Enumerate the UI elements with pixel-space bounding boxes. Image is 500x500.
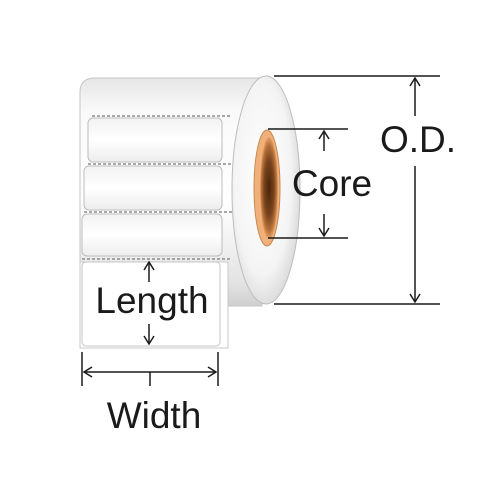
core-arrow-head-down <box>318 227 330 238</box>
length-arrow-head-up <box>143 260 155 271</box>
core-hole <box>260 137 278 239</box>
od-dimension <box>274 75 440 305</box>
labels-on-roll <box>81 115 232 260</box>
roll-label-1 <box>87 117 223 163</box>
length-arrow-head-down <box>143 335 155 346</box>
core-arrow-head-up <box>318 129 330 140</box>
width-label: Width <box>107 395 202 436</box>
width-dimension <box>81 352 219 386</box>
width-arrow-head-right <box>207 366 218 378</box>
front-label <box>79 261 229 349</box>
front-label-face <box>81 261 221 347</box>
roll-label-3 <box>81 213 223 257</box>
od-arrow-head-up <box>409 76 421 87</box>
od-label: O.D. <box>380 119 456 160</box>
length-label: Length <box>95 280 208 321</box>
od-arrow-head-down <box>409 293 421 304</box>
core-label: Core <box>292 163 372 204</box>
core-dimension <box>268 128 348 239</box>
roll-label-2 <box>83 165 223 211</box>
width-arrow-head-left <box>82 366 93 378</box>
length-dimension <box>143 260 155 346</box>
